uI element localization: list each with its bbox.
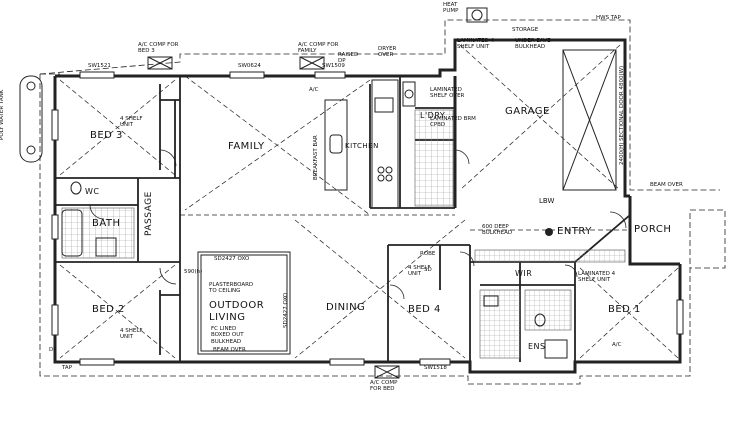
internal-walls: [55, 76, 631, 362]
ceiling-lines: [59, 44, 679, 359]
room-bed2: BED 2: [92, 304, 125, 315]
note-plasterboard: PLASTERBOARD TO CEILING: [209, 282, 254, 295]
note-600-deep-bulkhead: 600 DEEP BULKHEAD: [482, 224, 513, 237]
note-sectional-door: 2400(H) SECTIONAL DOOR 4800(W): [619, 65, 625, 165]
note-laminated-brm-cpbd: LAMINATED BRM CPBD: [430, 116, 476, 129]
note-sd: SD: [424, 267, 432, 273]
entry-marker: [545, 228, 553, 236]
garage-door-symbol: [562, 49, 617, 191]
label-lbw: LBW: [539, 197, 555, 205]
note-laminated-shelf-unit: LAMINATED 4 SHELF UNIT: [457, 38, 495, 51]
room-outdoor-living: OUTDOOR LIVING: [209, 300, 265, 323]
note-sw1518: SW1518: [424, 365, 447, 371]
room-kitchen: KITCHEN: [345, 142, 379, 150]
door-swings: [89, 149, 627, 300]
room-entry: ENTRY: [557, 226, 592, 237]
note-heat-pump: HEAT PUMP: [443, 2, 459, 15]
note-ac-comp-bed: A/C COMP FOR BED: [370, 380, 398, 393]
room-laundry: L'DRY: [420, 111, 446, 120]
note-ac-2: A/C: [612, 342, 622, 348]
water-tank: [19, 75, 43, 163]
room-family: FAMILY: [228, 141, 265, 152]
room-passage: PASSAGE: [144, 191, 154, 236]
note-sw0624: SW0624: [238, 63, 261, 69]
note-beam-over-2: BEAM OVER: [213, 347, 246, 353]
bathroom-fixtures: [61, 181, 568, 359]
note-fc-lined: FC LINED BOXED OUT BULKHEAD: [211, 326, 244, 345]
note-tap: TAP: [62, 365, 73, 371]
heat-pump-unit: [466, 7, 488, 23]
room-ens: ENS: [528, 342, 546, 351]
room-bed4: BED 4: [408, 304, 441, 315]
note-590h: 590(h): [184, 269, 203, 275]
note-hws-tap: HWS TAP: [596, 15, 621, 21]
note-beam-over: BEAM OVER: [650, 182, 683, 188]
note-dryer-over: DRYER OVER: [378, 46, 397, 59]
room-bed3: BED 3: [90, 130, 123, 141]
note-laminated-shelf-over: LAMINATED SHELF OVER: [430, 87, 465, 100]
external-walls: [53, 38, 682, 374]
kitchen-fixtures: [324, 79, 416, 209]
outdoor-boundary: [197, 251, 291, 355]
note-sd2427-top: SD2427 OXO: [214, 256, 250, 262]
note-ac-comp-bed3: A/C COMP FOR BED 3: [138, 42, 179, 55]
note-shelf-unit-bed2: 4 SHELF UNIT: [120, 328, 143, 341]
note-shelf-unit-bed4: 4 SHELF UNIT: [408, 265, 431, 278]
windows: [51, 71, 684, 366]
room-wc: WC: [85, 187, 100, 196]
note-under-eave-bulkhead: UNDER EAVE BULKHEAD: [515, 38, 551, 51]
room-dining: DINING: [326, 302, 366, 313]
note-ac: A/C: [309, 87, 319, 93]
note-breakfast-bar: BREAKFAST BAR: [313, 135, 319, 180]
roof-outline: [39, 19, 726, 385]
note-sw1509: SW1509: [322, 63, 345, 69]
note-shelf-unit-bed3: 4 SHELF UNIT: [120, 116, 143, 129]
note-dp: DP: [49, 347, 57, 353]
ac-compressors: [147, 56, 400, 379]
note-sw1521-top: SW1521: [88, 63, 111, 69]
room-bath: BATH: [92, 218, 121, 229]
label-storage: STORAGE: [512, 27, 539, 33]
wet-area-tiles: [61, 109, 626, 359]
room-garage: GARAGE: [505, 106, 550, 117]
note-poly-water-tank: POLY WATER TANK: [0, 89, 5, 140]
note-robe: ROBE: [420, 251, 436, 257]
note-raised-dp: RAISED DP: [338, 52, 359, 65]
room-porch: PORCH: [634, 224, 672, 235]
note-sd2427-side: SD2427 OXO: [283, 292, 289, 328]
room-bed1: BED 1: [608, 304, 641, 315]
note-ac-comp-family: A/C COMP FOR FAMILY: [298, 42, 339, 55]
note-laminated-shelf-bed1: LAMINATED 4 SHELF UNIT: [578, 271, 616, 284]
room-wir: WIR: [515, 269, 533, 278]
